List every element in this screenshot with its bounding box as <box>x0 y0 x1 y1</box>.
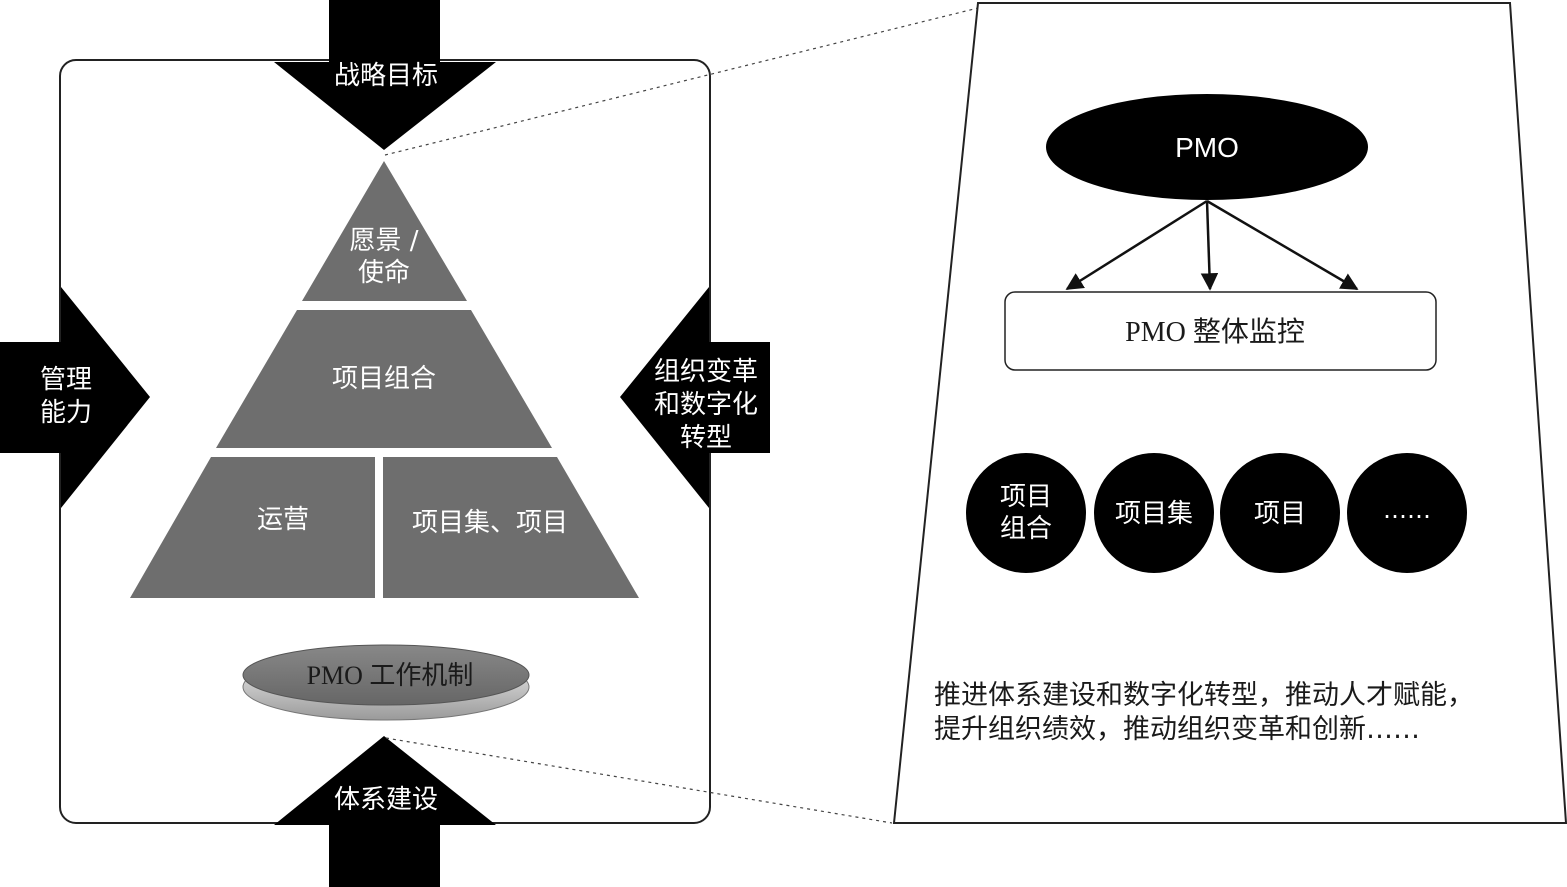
circle-portfolio <box>966 453 1086 573</box>
description-line1: 推进体系建设和数字化转型，推动人才赋能， <box>934 680 1474 711</box>
circle-project-label: 项目 <box>1254 499 1306 529</box>
portfolio-circles: 项目 组合 项目集 项目 …… <box>966 453 1467 573</box>
pyramid-bottom-right <box>383 457 639 598</box>
pyramid: 愿景 / 使命 项目组合 运营 项目集、项目 <box>130 161 639 598</box>
arrow-org-change-line1: 组织变革 <box>654 357 758 387</box>
arrow-management-line2: 能力 <box>40 398 92 428</box>
pyramid-bottom-left <box>130 457 375 598</box>
pyramid-middle-label: 项目组合 <box>332 364 436 394</box>
pyramid-middle <box>216 310 552 448</box>
circle-more-label: …… <box>1383 496 1431 524</box>
pmo-node-label: PMO <box>1175 132 1239 163</box>
pyramid-bottom-left-label: 运营 <box>257 505 309 535</box>
circle-portfolio-line1: 项目 <box>1000 482 1052 512</box>
pmo-mechanism-platform: PMO 工作机制 <box>242 644 530 721</box>
arrow-management-capability: 管理 能力 <box>0 287 150 508</box>
detail-panel <box>892 2 1567 824</box>
circle-program-label: 项目集 <box>1115 499 1193 529</box>
arrow-strategic-goal-label: 战略目标 <box>334 61 438 91</box>
circle-program <box>1094 453 1214 573</box>
arrow-system-building-label: 体系建设 <box>334 785 438 815</box>
pmo-mechanism-label: PMO 工作机制 <box>307 661 474 690</box>
connector-center <box>1200 200 1219 291</box>
circle-more <box>1347 453 1467 573</box>
pmo-monitor-label: PMO 整体监控 <box>1125 316 1305 348</box>
connector-right <box>1206 199 1359 291</box>
arrow-org-change: 组织变革 和数字化 转型 <box>620 287 770 508</box>
arrow-org-change-line2: 和数字化 <box>654 390 758 420</box>
arrow-org-change-line3: 转型 <box>680 423 732 453</box>
arrow-strategic-goal: 战略目标 <box>274 0 496 150</box>
pmo-monitor-box <box>1004 291 1437 371</box>
zoom-line-top <box>384 7 979 156</box>
pyramid-bottom-right-label: 项目集、项目 <box>412 508 568 538</box>
arrow-system-building: 体系建设 <box>274 736 496 887</box>
circle-portfolio-line2: 组合 <box>1000 514 1052 544</box>
pmo-node <box>1046 94 1368 200</box>
arrow-management-line1: 管理 <box>40 365 92 395</box>
circle-project <box>1220 453 1340 573</box>
pyramid-apex <box>302 161 467 301</box>
connector-left <box>1065 199 1208 291</box>
pyramid-apex-line1: 愿景 / <box>349 226 418 256</box>
pyramid-apex-line2: 使命 <box>358 258 410 288</box>
description-line2: 提升组织绩效，推动组织变革和创新…… <box>934 714 1420 745</box>
zoom-line-bottom <box>385 737 893 824</box>
